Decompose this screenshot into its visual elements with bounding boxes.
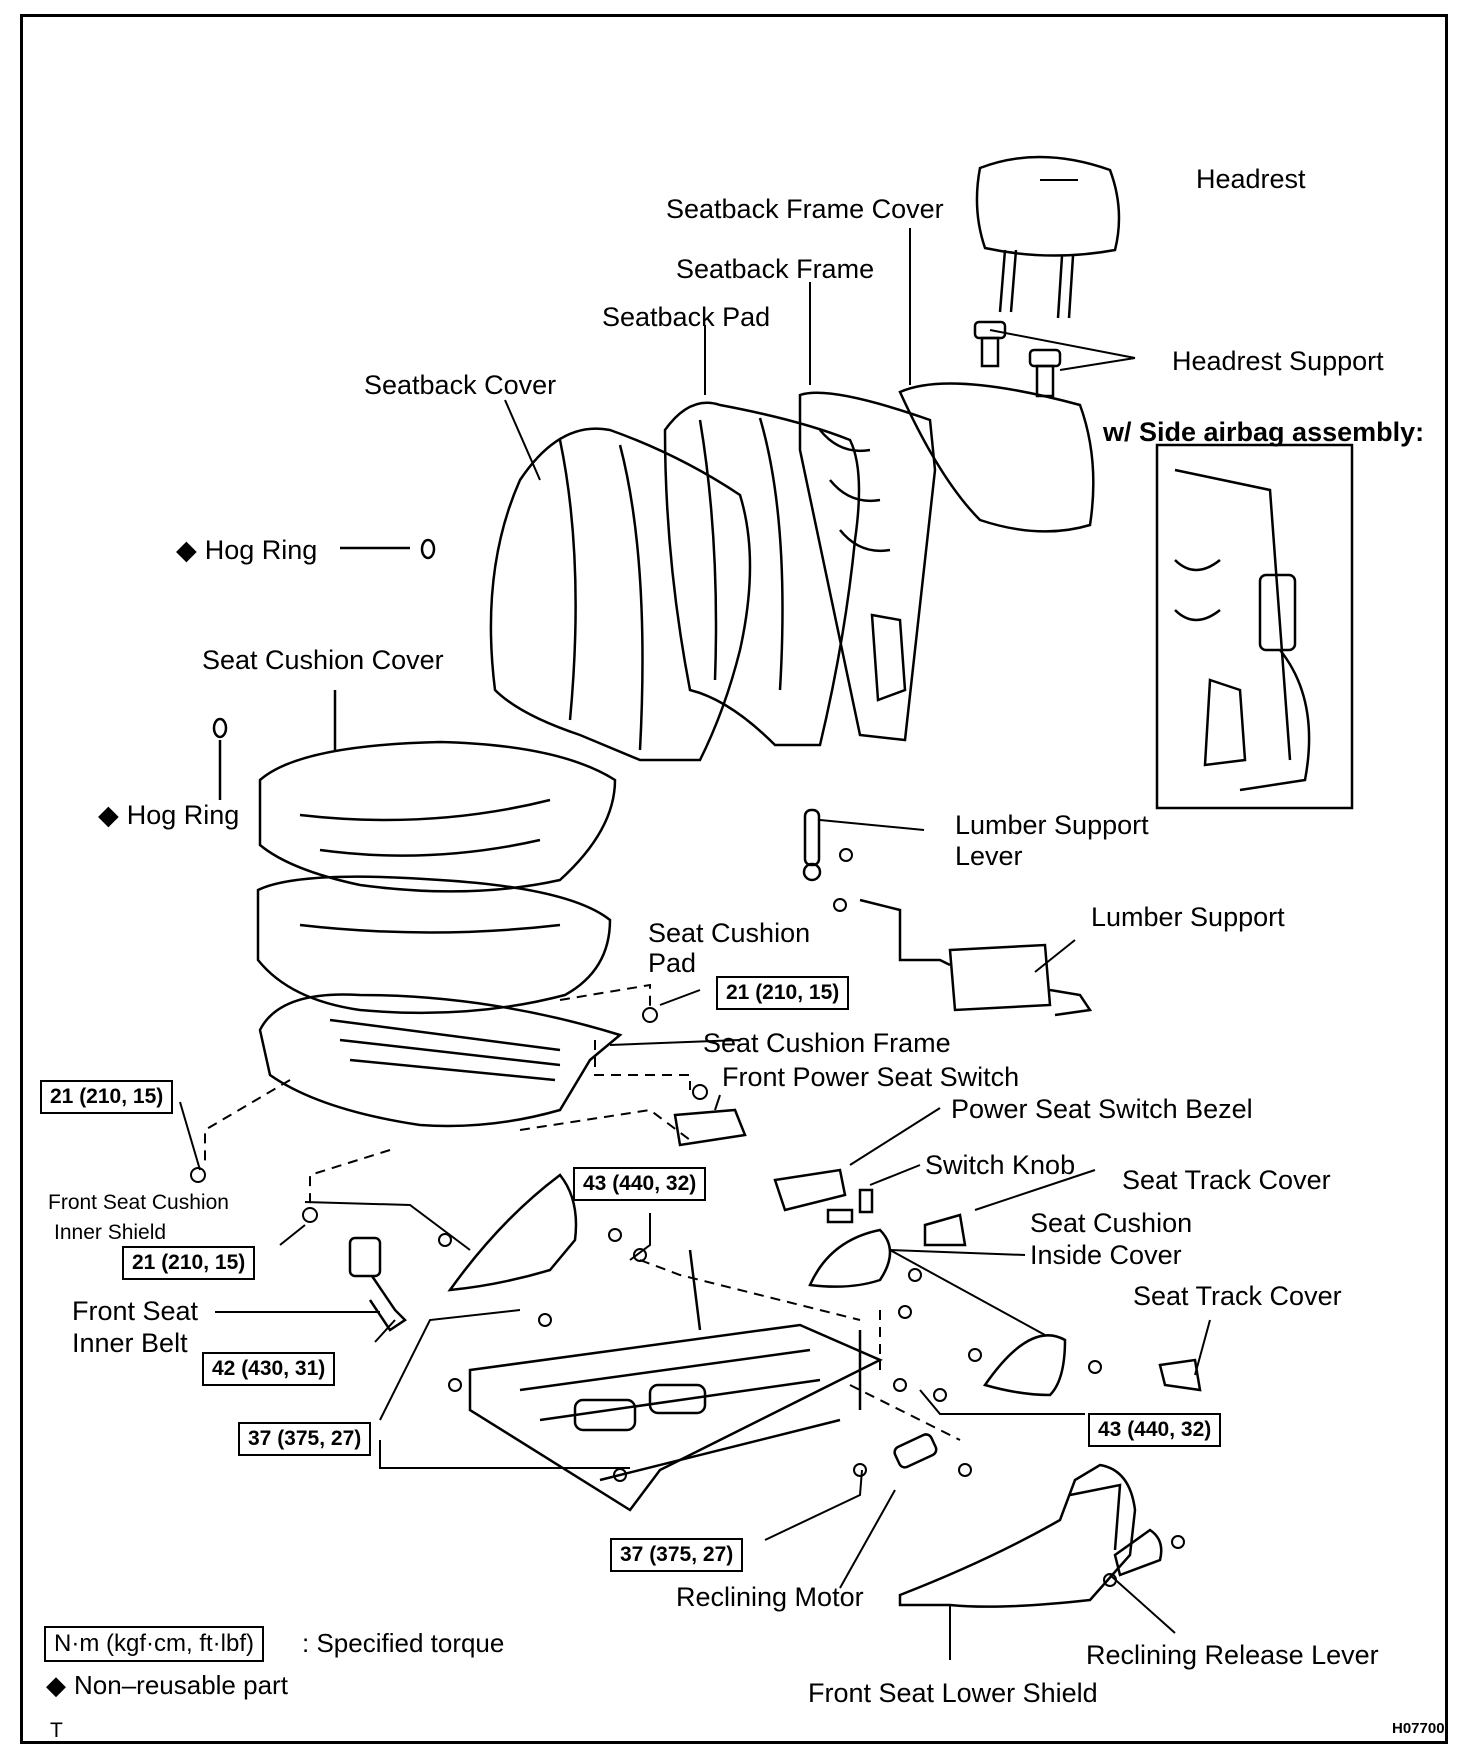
diamond-icon: ◆ [98, 800, 119, 830]
seat-cushion-inside-cover-part-1 [808, 1228, 892, 1288]
figure-code: H07700 [1392, 1720, 1445, 1737]
label-seat-cushion-inside-cover-line1: Seat Cushion [1030, 1208, 1193, 1238]
torque-box: 42 (430, 31) [202, 1352, 336, 1386]
label-front-seat-lower-shield: Front Seat Lower Shield [808, 1678, 1098, 1708]
seat-cushion-cover-part [258, 690, 617, 893]
label-seat-cushion-pad-line2: Pad [648, 948, 697, 978]
legend-unit-box: N·m (kgf·cm, ft·lbf) [44, 1626, 264, 1662]
seat-track-adjuster-part [468, 1249, 883, 1512]
label-front-power-seat-switch: Front Power Seat Switch [722, 1062, 1020, 1092]
label-seatback-cover: Seatback Cover [364, 370, 557, 400]
label-switch-knob: Switch Knob [925, 1150, 1076, 1180]
seat-cushion-frame-part [258, 993, 623, 1128]
torque-box: 37 (375, 27) [238, 1422, 372, 1456]
reclining-motor-part [893, 1433, 938, 1469]
hog-ring-upper-text: Hog Ring [204, 535, 318, 565]
label-seat-track-cover-1: Seat Track Cover [1122, 1165, 1331, 1195]
torque-box: 43 (440, 32) [1088, 1413, 1222, 1447]
label-reclining-motor: Reclining Motor [676, 1582, 864, 1612]
seatback-frame-part [798, 391, 937, 742]
label-headrest-support: Headrest Support [1172, 346, 1384, 376]
label-side-airbag: w/ Side airbag assembly: [1103, 417, 1425, 447]
legend-nonreusable-text: Non–reusable part [74, 1670, 288, 1700]
label-reclining-release-lever: Reclining Release Lever [1086, 1640, 1379, 1670]
diamond-icon: ◆ [176, 535, 197, 565]
label-headrest: Headrest [1196, 164, 1306, 194]
hog-ring-upper-part [420, 538, 436, 560]
legend-nonreusable: ◆ Non–reusable part [46, 1670, 288, 1700]
label-hog-ring-upper: ◆Hog Ring [176, 535, 317, 565]
headrest-part [975, 155, 1121, 319]
torque-box: 21 (210, 15) [716, 976, 850, 1010]
seat-track-cover-part-1 [923, 1213, 967, 1247]
torque-box: 43 (440, 32) [573, 1167, 707, 1201]
torque-leader-lines [179, 989, 1085, 1541]
side-airbag-inset [1155, 443, 1354, 810]
front-seat-inner-belt-part [348, 1236, 407, 1332]
seat-track-cover-part-2 [1158, 1358, 1202, 1392]
corner-mark: T [50, 1719, 63, 1742]
label-seatback-pad: Seatback Pad [602, 302, 771, 332]
lumber-support-parts [802, 808, 1093, 1017]
label-lumber-support-lever-line1: Lumber Support [955, 810, 1149, 840]
label-hog-ring-lower: ◆Hog Ring [98, 800, 239, 830]
label-lumber-support-lever-line2: Lever [955, 841, 1023, 871]
label-lumber-support: Lumber Support [1091, 902, 1285, 932]
seat-cushion-inner-shield-part [447, 1173, 578, 1292]
seatback-cover-part [489, 427, 752, 762]
label-seat-cushion-cover: Seat Cushion Cover [202, 645, 444, 675]
label-seat-track-cover-2: Seat Track Cover [1133, 1281, 1342, 1311]
dashed-guide-lines [204, 983, 961, 1441]
diagram-frame [20, 14, 1448, 1744]
label-front-seat-cushion-inner-shield-line1: Front Seat Cushion [48, 1191, 229, 1214]
label-seat-cushion-pad-line1: Seat Cushion [648, 918, 811, 948]
power-seat-switch-parts [673, 1108, 874, 1224]
seat-cushion-inside-cover-part-2 [982, 1334, 1067, 1397]
label-front-seat-cushion-inner-shield-line2: Inner Shield [54, 1221, 167, 1244]
reclining-release-lever-part [1113, 1528, 1163, 1577]
label-front-seat-inner-belt-line1: Front Seat [72, 1296, 199, 1326]
front-seat-lower-shield-part [898, 1463, 1137, 1608]
hog-ring-lower-text: Hog Ring [126, 800, 240, 830]
label-seatback-frame-cover: Seatback Frame Cover [666, 194, 944, 224]
label-power-seat-switch-bezel: Power Seat Switch Bezel [951, 1094, 1253, 1124]
torque-box: 21 (210, 15) [122, 1246, 256, 1280]
seatback-pad-part [663, 401, 861, 747]
label-seat-cushion-frame: Seat Cushion Frame [703, 1028, 951, 1058]
diamond-icon: ◆ [46, 1670, 66, 1700]
label-front-seat-inner-belt-line2: Inner Belt [72, 1328, 188, 1358]
seatback-frame-cover-part [898, 382, 1095, 533]
torque-box: 37 (375, 27) [610, 1538, 744, 1572]
label-seatback-frame: Seatback Frame [676, 254, 875, 284]
torque-box: 21 (210, 15) [40, 1080, 174, 1114]
bolt-parts [190, 848, 1185, 1587]
legend-unit-text: : Specified torque [302, 1628, 505, 1658]
label-seat-cushion-inside-cover-line2: Inside Cover [1030, 1240, 1182, 1270]
hog-ring-lower-part [212, 717, 228, 739]
seat-cushion-pad-part [256, 875, 612, 1015]
